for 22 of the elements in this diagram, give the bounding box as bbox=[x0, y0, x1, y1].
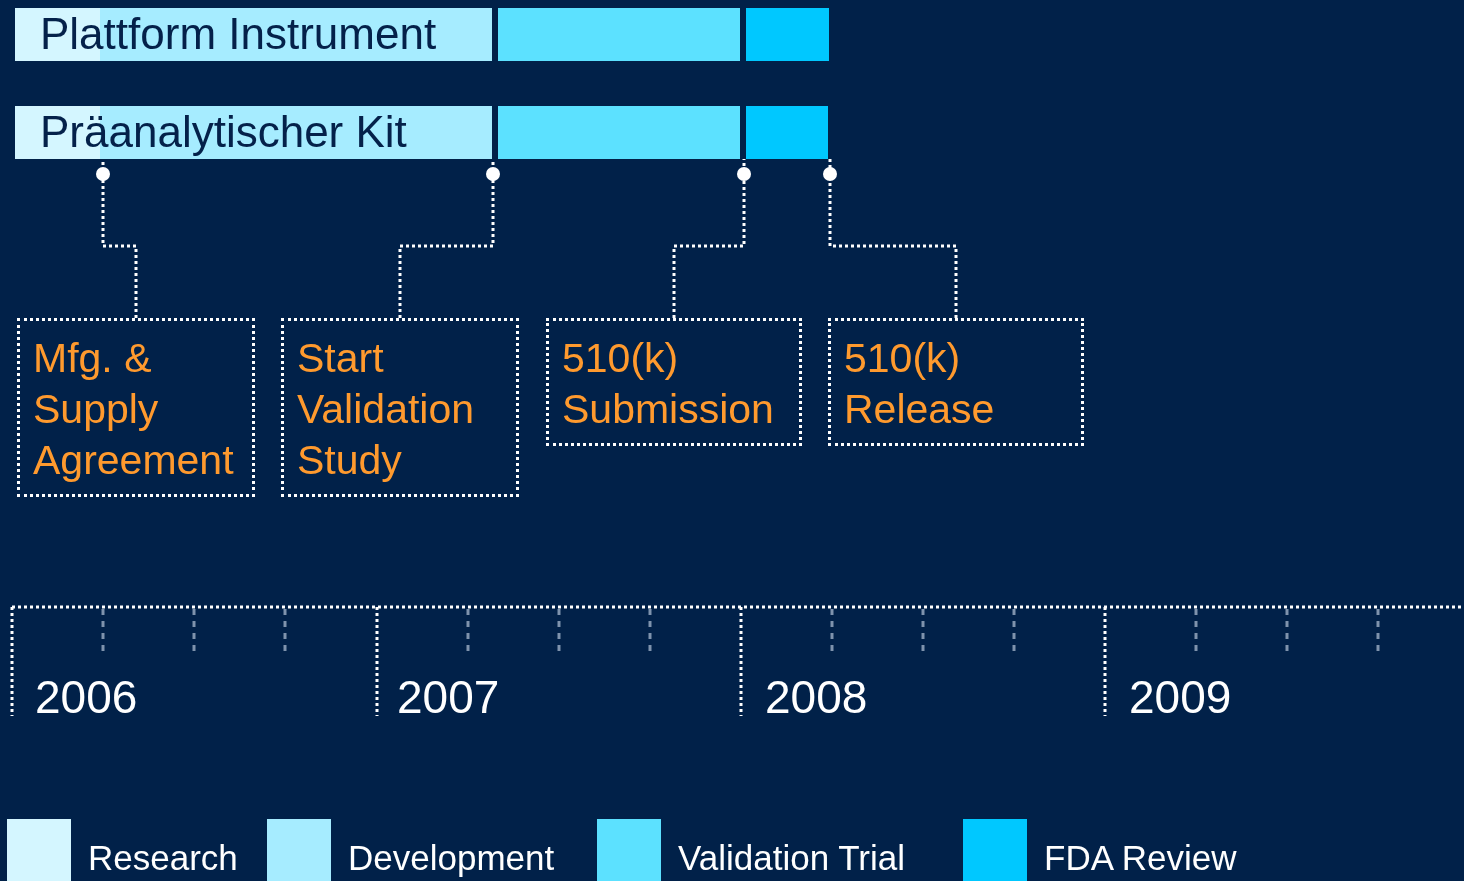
milestone-text: 510(k) Submission bbox=[562, 334, 775, 434]
year-label: 2009 bbox=[1129, 672, 1232, 722]
bar-label: Plattform Instrument bbox=[40, 10, 437, 58]
milestone-text: Mfg. & Supply Agreement bbox=[33, 334, 235, 485]
milestone-callout bbox=[281, 318, 519, 497]
milestone-callout bbox=[546, 318, 802, 446]
legend-label: Research bbox=[88, 838, 238, 878]
milestone-text: 510(k) Release bbox=[844, 334, 996, 434]
bar-label: Präanalytischer Kit bbox=[40, 108, 407, 156]
year-label: 2006 bbox=[35, 672, 138, 722]
legend-label: Validation Trial bbox=[678, 838, 905, 878]
leader-line bbox=[672, 159, 751, 318]
legend-label: FDA Review bbox=[1044, 838, 1237, 878]
milestone-callout bbox=[17, 318, 255, 497]
legend-label: Development bbox=[348, 838, 555, 878]
milestone-text: Start Validation Study bbox=[297, 334, 476, 485]
leader-line bbox=[823, 159, 958, 318]
leader-line bbox=[398, 159, 500, 318]
year-label: 2007 bbox=[397, 672, 500, 722]
leader-line bbox=[96, 159, 138, 318]
year-label: 2008 bbox=[765, 672, 868, 722]
milestone-callout bbox=[828, 318, 1084, 446]
